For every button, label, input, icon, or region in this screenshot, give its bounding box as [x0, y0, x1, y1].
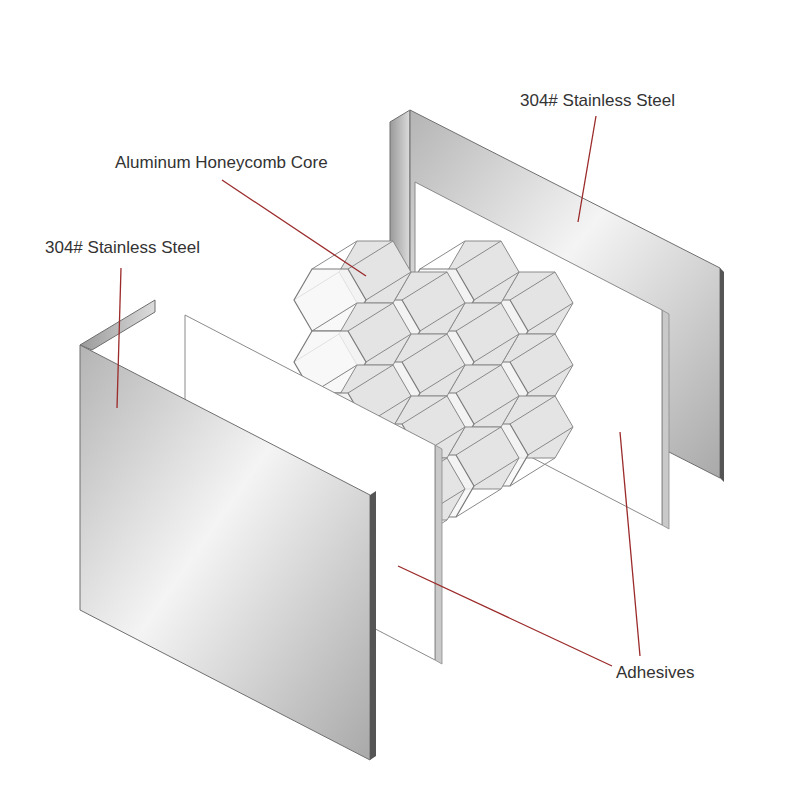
front-steel-panel	[80, 300, 376, 760]
callout-label: Adhesives	[614, 662, 696, 684]
callout-label: 304# Stainless Steel	[43, 237, 202, 259]
callout-label: Aluminum Honeycomb Core	[113, 152, 330, 174]
callout-label: 304# Stainless Steel	[518, 90, 677, 112]
leader-lines	[117, 116, 640, 666]
